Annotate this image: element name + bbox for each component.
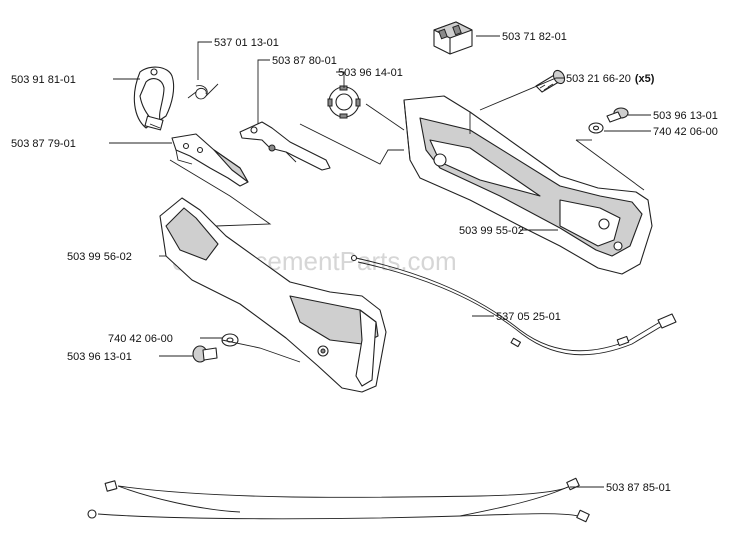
label-740-42-06-00-top: 740 42 06-00 (653, 126, 718, 138)
clamp-part (133, 66, 175, 131)
label-qty-x5: (x5) (635, 73, 655, 85)
label-503-87-85-01: 503 87 85-01 (606, 482, 671, 494)
rear-handle-part (403, 95, 653, 275)
label-503-99-55-02: 503 99 55-02 (459, 225, 524, 237)
damper-ring-part (327, 85, 361, 119)
part-labels: 503 71 82-01 537 01 13-01 503 87 80-01 5… (11, 31, 718, 494)
wire-harness-part (87, 477, 590, 523)
spring-part (187, 83, 219, 100)
label-503-99-56-02: 503 99 56-02 (67, 251, 132, 263)
handle-cover-part (159, 197, 387, 393)
washer-part-left (221, 333, 239, 347)
label-503-87-79-01: 503 87 79-01 (11, 138, 76, 150)
label-740-42-06-00-bottom: 740 42 06-00 (108, 333, 173, 345)
screw-part-left (192, 345, 218, 363)
lockout-part (171, 133, 249, 187)
label-503-91-81-01: 503 91 81-01 (11, 74, 76, 86)
washer-part-right (588, 122, 604, 134)
switch-part (433, 21, 473, 55)
label-503-71-82-01: 503 71 82-01 (502, 31, 567, 43)
throttle-cable-part (350, 254, 677, 356)
label-503-96-13-01-bottom: 503 96 13-01 (67, 351, 132, 363)
label-537-05-25-01: 537 05 25-01 (496, 311, 561, 323)
screw-part-right (606, 107, 629, 123)
label-503-21-66-20: 503 21 66-20(x5) (566, 73, 655, 85)
leader-lines (109, 35, 651, 488)
throttle-lever-part (239, 121, 331, 171)
label-503-87-80-01: 503 87 80-01 (272, 55, 337, 67)
label-503-96-14-01: 503 96 14-01 (338, 67, 403, 79)
label-537-01-13-01: 537 01 13-01 (214, 37, 279, 49)
label-503-96-13-01-top: 503 96 13-01 (653, 110, 718, 122)
